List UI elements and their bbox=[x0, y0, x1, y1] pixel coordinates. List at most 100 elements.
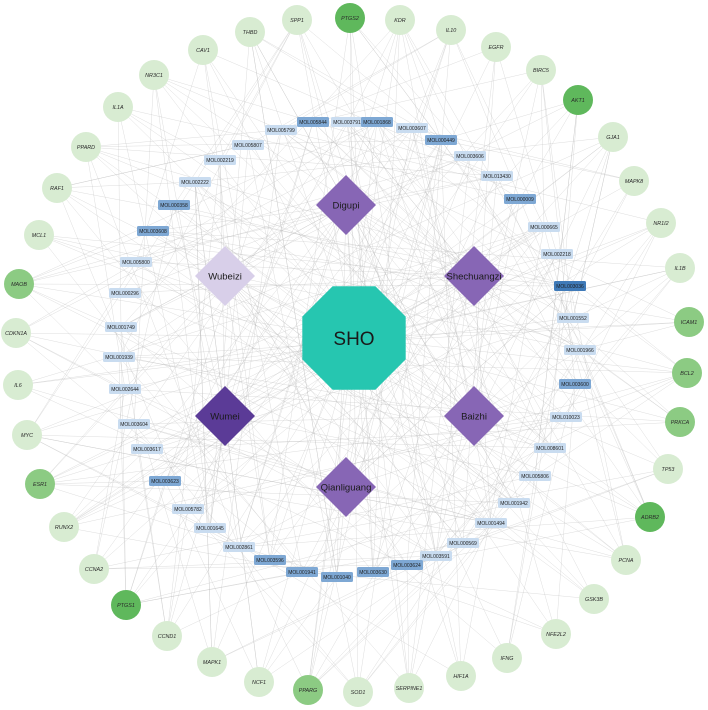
molecule-node[interactable]: MOL003617 bbox=[131, 444, 163, 454]
herb-node[interactable]: Baizhi bbox=[444, 386, 504, 446]
gene-node[interactable]: RUNX2 bbox=[49, 512, 79, 542]
molecule-node[interactable]: MOL003036 bbox=[554, 281, 586, 291]
edge-line bbox=[125, 571, 303, 606]
molecule-node[interactable]: MOL002644 bbox=[109, 384, 141, 394]
molecule-node[interactable]: MOL001939 bbox=[103, 352, 135, 362]
gene-node[interactable]: CAV1 bbox=[188, 35, 218, 65]
molecule-node[interactable]: MOL003606 bbox=[454, 151, 486, 161]
molecule-node[interactable]: MOL008601 bbox=[534, 443, 566, 453]
herb-node[interactable]: Qianliguang bbox=[316, 457, 376, 517]
molecule-node[interactable]: MOL001552 bbox=[557, 313, 589, 323]
gene-node[interactable]: BIRC5 bbox=[526, 55, 556, 85]
center-node[interactable]: SHO bbox=[302, 286, 406, 390]
gene-node[interactable]: IL1B bbox=[665, 253, 695, 283]
gene-node[interactable]: EGFR bbox=[481, 32, 511, 62]
molecule-node[interactable]: MOL005799 bbox=[265, 125, 297, 135]
gene-node[interactable]: PTGS2 bbox=[335, 3, 365, 33]
gene-node[interactable]: NR3C1 bbox=[139, 60, 169, 90]
molecule-node[interactable]: MOL000009 bbox=[504, 194, 536, 204]
gene-node[interactable]: CCNA2 bbox=[79, 554, 109, 584]
gene-node[interactable]: CCND1 bbox=[152, 621, 182, 651]
molecule-node[interactable]: MOL003624 bbox=[391, 560, 423, 570]
molecule-node[interactable]: MOL003623 bbox=[149, 476, 181, 486]
herb-node[interactable]: Shechuangzi bbox=[444, 246, 504, 306]
gene-node[interactable]: PTGS1 bbox=[111, 590, 141, 620]
gene-node[interactable]: SPP1 bbox=[282, 5, 312, 35]
gene-node[interactable]: MCL1 bbox=[24, 220, 54, 250]
molecule-node[interactable]: MOL003600 bbox=[559, 379, 591, 389]
edge-line bbox=[187, 222, 662, 510]
gene-node[interactable]: SERPINE1 bbox=[394, 673, 424, 703]
edge-line bbox=[473, 317, 574, 417]
gene-node[interactable]: PPARG bbox=[293, 675, 323, 705]
molecule-node[interactable]: MOL000296 bbox=[109, 288, 141, 298]
molecule-node[interactable]: MOL000665 bbox=[528, 222, 560, 232]
molecule-node[interactable]: MOL005806 bbox=[519, 471, 551, 481]
molecule-node[interactable]: MOL003604 bbox=[118, 419, 150, 429]
gene-node[interactable]: IL10 bbox=[436, 15, 466, 45]
gene-node[interactable]: PCNA bbox=[611, 545, 641, 575]
molecule-node[interactable]: MOL000449 bbox=[425, 135, 457, 145]
gene-node[interactable]: TP53 bbox=[653, 454, 683, 484]
gene-node[interactable]: MAOB bbox=[4, 269, 34, 299]
gene-node[interactable]: CDKN1A bbox=[1, 318, 31, 348]
gene-node[interactable]: NFE2L2 bbox=[541, 619, 571, 649]
molecule-node[interactable]: MOL003630 bbox=[357, 567, 389, 577]
gene-node[interactable]: ADRB2 bbox=[635, 502, 665, 532]
molecule-node[interactable]: MOL003596 bbox=[254, 555, 286, 565]
gene-node[interactable]: SOD1 bbox=[343, 677, 373, 707]
molecule-node[interactable]: MOL003607 bbox=[396, 123, 428, 133]
gene-node[interactable]: MAPK1 bbox=[197, 647, 227, 677]
molecule-node[interactable]: MOL001942 bbox=[498, 498, 530, 508]
gene-node[interactable]: MAPK8 bbox=[619, 166, 649, 196]
edge-line bbox=[202, 49, 303, 573]
edge-line bbox=[187, 204, 347, 510]
herb-node[interactable]: Digupi bbox=[316, 175, 376, 235]
molecule-node[interactable]: MOL002219 bbox=[204, 155, 236, 165]
gene-node[interactable]: PPARD bbox=[71, 132, 101, 162]
molecule-node[interactable]: MOL001868 bbox=[361, 117, 393, 127]
molecule-node[interactable]: MOL013430 bbox=[481, 171, 513, 181]
molecule-node[interactable]: MOL000358 bbox=[158, 200, 190, 210]
molecule-node[interactable]: MOL001966 bbox=[564, 345, 596, 355]
gene-node[interactable]: KDR bbox=[385, 5, 415, 35]
molecule-node[interactable]: MOL005807 bbox=[232, 140, 264, 150]
molecule-node[interactable]: MOL001749 bbox=[105, 322, 137, 332]
molecule-node[interactable]: MOL003608 bbox=[137, 226, 169, 236]
molecule-node[interactable]: MOL005800 bbox=[120, 257, 152, 267]
molecule-node[interactable]: MOL002861 bbox=[223, 542, 255, 552]
gene-node[interactable]: GJA1 bbox=[598, 122, 628, 152]
gene-node[interactable]: BCL2 bbox=[672, 358, 702, 388]
gene-node[interactable]: IFNG bbox=[492, 643, 522, 673]
molecule-node[interactable]: MOL002222 bbox=[179, 177, 211, 187]
herb-node[interactable]: Wubeizi bbox=[195, 246, 255, 306]
edge-line bbox=[18, 230, 154, 285]
gene-node[interactable]: PRKCA bbox=[665, 407, 695, 437]
gene-node[interactable]: THBD bbox=[235, 17, 265, 47]
gene-node[interactable]: IL6 bbox=[3, 370, 33, 400]
molecule-rect bbox=[528, 222, 560, 232]
molecule-node[interactable]: MOL001941 bbox=[286, 567, 318, 577]
gene-node[interactable]: ICAM1 bbox=[674, 307, 704, 337]
molecule-node[interactable]: MOL005782 bbox=[172, 504, 204, 514]
gene-node[interactable]: IL1A bbox=[103, 92, 133, 122]
gene-node[interactable]: AKT1 bbox=[563, 85, 593, 115]
molecule-node[interactable]: MOL003791 bbox=[331, 117, 363, 127]
edge-line bbox=[399, 19, 442, 141]
molecule-node[interactable]: MOL001494 bbox=[475, 518, 507, 528]
gene-node[interactable]: GSK3B bbox=[579, 584, 609, 614]
molecule-node[interactable]: MOL003591 bbox=[420, 551, 452, 561]
molecule-node[interactable]: MOL000569 bbox=[447, 538, 479, 548]
gene-node[interactable]: NR1I2 bbox=[646, 208, 676, 238]
gene-node[interactable]: HIF1A bbox=[446, 661, 476, 691]
molecule-node[interactable]: MOL001645 bbox=[194, 523, 226, 533]
gene-node[interactable]: NCF1 bbox=[244, 667, 274, 697]
gene-node[interactable]: RAF1 bbox=[42, 173, 72, 203]
molecule-node[interactable]: MOL010023 bbox=[550, 412, 582, 422]
molecule-node[interactable]: MOL001040 bbox=[321, 572, 353, 582]
molecule-node[interactable]: MOL002218 bbox=[541, 249, 573, 259]
gene-node[interactable]: ESR1 bbox=[25, 469, 55, 499]
molecule-node[interactable]: MOL005844 bbox=[297, 117, 329, 127]
herb-node[interactable]: Wumei bbox=[195, 386, 255, 446]
gene-node[interactable]: MYC bbox=[12, 420, 42, 450]
